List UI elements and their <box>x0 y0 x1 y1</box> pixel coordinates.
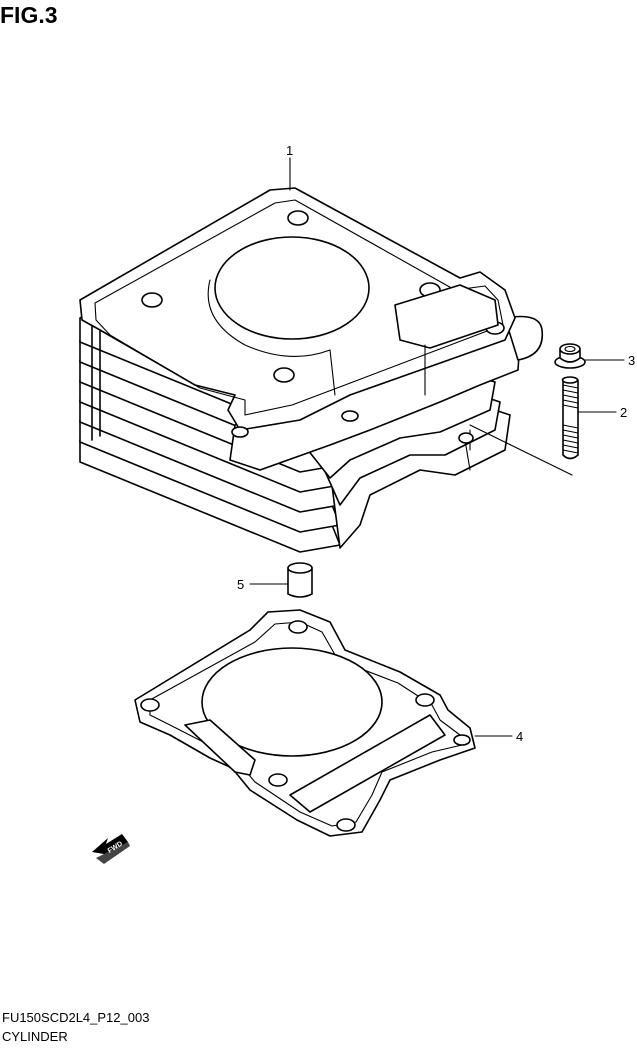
cylinder-top-deck <box>79 187 516 471</box>
callout-2: 2 <box>620 405 627 420</box>
stud-part[interactable] <box>561 376 579 460</box>
dowel-pin-part[interactable] <box>287 562 313 598</box>
diagram-name: CYLINDER <box>2 1029 68 1044</box>
cylinder-part[interactable] <box>79 187 544 553</box>
callout-1: 1 <box>286 143 293 158</box>
nut-part[interactable] <box>554 343 586 369</box>
callout-4: 4 <box>516 729 523 744</box>
fwd-arrow-icon: FWD <box>92 834 130 864</box>
diagram-code: FU150SCD2L4_P12_003 <box>2 1010 150 1025</box>
gasket-part[interactable] <box>134 609 476 837</box>
callout-5: 5 <box>237 577 244 592</box>
figure-title: FIG.3 <box>0 2 58 28</box>
stud-insert-line <box>469 424 573 476</box>
callout-3: 3 <box>628 353 635 368</box>
